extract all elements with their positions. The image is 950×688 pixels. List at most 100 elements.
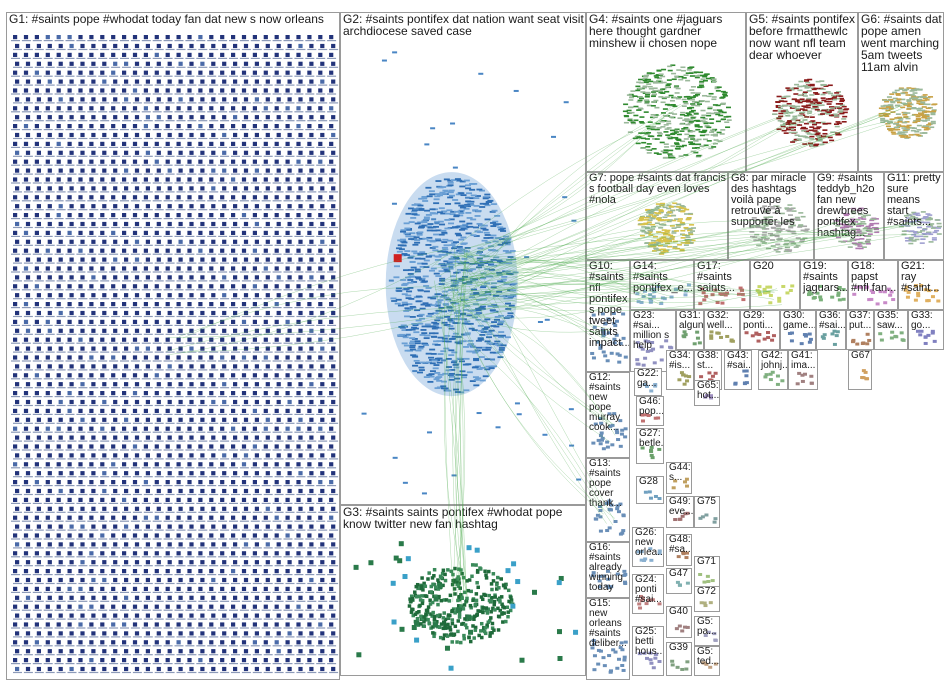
user-node (100, 319, 105, 324)
user-node (220, 569, 225, 574)
node-label (154, 671, 164, 674)
user-node (69, 435, 74, 440)
user-node (13, 480, 18, 485)
user-node (211, 79, 216, 84)
node-label (296, 636, 306, 638)
node-label (32, 146, 42, 148)
user-node (307, 426, 312, 431)
node-label (163, 111, 173, 113)
node-label (56, 66, 66, 68)
user-node (165, 426, 170, 431)
node-label (67, 404, 77, 407)
user-node (102, 666, 107, 672)
node-label (329, 191, 339, 193)
node-label (250, 485, 260, 487)
node-label (67, 493, 77, 496)
user-node (439, 277, 446, 280)
user-node (243, 115, 249, 120)
node-label (187, 440, 197, 442)
node-label (65, 146, 75, 148)
node-label (220, 315, 230, 318)
node-label (21, 360, 31, 362)
user-node (124, 168, 129, 173)
user-node (25, 506, 31, 511)
user-node (475, 252, 482, 255)
node-cluster (361, 51, 582, 495)
user-node (500, 230, 507, 232)
node-label (163, 538, 173, 540)
user-node (113, 631, 118, 636)
user-node (145, 364, 150, 369)
user-node (67, 195, 72, 200)
node-label (76, 129, 86, 131)
node-label (45, 511, 55, 513)
node-label (176, 458, 186, 460)
node-label (130, 324, 140, 326)
node-label (220, 404, 230, 407)
node-label (43, 75, 53, 77)
node-label (220, 298, 230, 300)
node-label (122, 66, 131, 68)
user-node (80, 204, 85, 209)
user-node (80, 613, 85, 618)
user-node (178, 382, 183, 387)
user-node (132, 70, 138, 75)
node-label (241, 422, 251, 424)
user-node (100, 480, 105, 485)
user-node (274, 266, 279, 271)
node-label (305, 591, 315, 593)
user-node (200, 115, 205, 120)
user-node (233, 649, 238, 654)
node-label (100, 84, 110, 86)
node-label (196, 591, 206, 593)
user-node (154, 462, 159, 467)
user-node (36, 649, 41, 654)
user-node (309, 43, 314, 49)
node-label (56, 369, 66, 371)
user-node (69, 649, 74, 654)
user-node (461, 257, 468, 260)
user-node (484, 193, 491, 196)
node-label (174, 591, 184, 593)
user-node (285, 319, 290, 324)
node-label (45, 387, 55, 389)
node-label (109, 164, 119, 166)
node-label (154, 404, 164, 407)
node-label (143, 315, 153, 318)
user-node (444, 334, 451, 337)
user-node (80, 506, 85, 511)
node-label (21, 93, 31, 95)
node-label (185, 538, 195, 540)
user-node (318, 658, 323, 663)
user-node (91, 471, 96, 476)
user-node (424, 209, 431, 212)
user-node (241, 497, 247, 502)
user-node (241, 586, 247, 591)
node-label (252, 191, 262, 193)
node-label (196, 520, 206, 522)
user-node (458, 238, 465, 241)
user-node (67, 551, 72, 556)
user-node (465, 200, 472, 203)
node-label (231, 191, 240, 193)
user-node (493, 294, 500, 297)
node-label (163, 556, 173, 558)
node-label (163, 520, 173, 522)
user-node (287, 328, 292, 333)
node-label (120, 663, 129, 665)
user-node (80, 328, 85, 333)
node-label (78, 422, 88, 424)
user-node (318, 106, 323, 111)
node-label (294, 609, 304, 611)
node-label (32, 431, 42, 433)
user-node (187, 622, 192, 627)
user-node (484, 268, 491, 271)
user-node (231, 622, 236, 627)
node-label (23, 48, 33, 51)
node-label (316, 164, 326, 166)
user-node (287, 560, 292, 565)
user-node (124, 453, 129, 458)
node-label (231, 102, 240, 104)
user-node (165, 88, 170, 93)
user-node (470, 346, 477, 349)
